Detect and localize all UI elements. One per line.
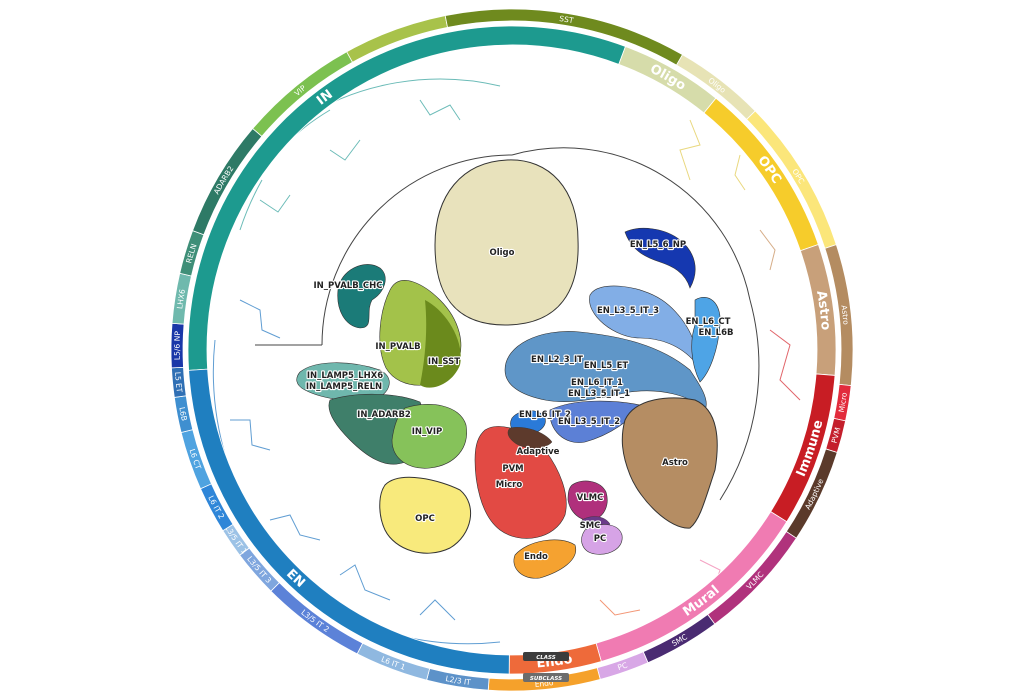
label-oligo: Oligo (490, 248, 515, 258)
subclass-label-astro: Astro (839, 305, 850, 326)
label-adaptive: Adaptive (517, 447, 560, 457)
umap-embedding: Oligo EN_L5_6_NP IN_PVALB_CHC EN_L3_5_IT… (296, 159, 735, 579)
label-en-l6-it-1: EN_L6_IT_1 (571, 378, 623, 388)
cluster-pc (581, 524, 623, 555)
label-en-l2-3-it: EN_L2_3_IT (531, 355, 583, 365)
label-micro: Micro (496, 480, 523, 490)
subclass-ring: CHCPVALBSSTOligoOPCAstroMicroPVMAdaptive… (170, 8, 854, 692)
cluster-in-vip (391, 404, 467, 469)
subclass-label-endo: Endo (534, 678, 554, 689)
subclass-label-lhx6: LHX6 (175, 288, 187, 309)
label-in-adarb2: IN_ADARB2 (357, 410, 411, 420)
cluster-in-pvalb-chc (337, 264, 386, 329)
label-in-lamp5-lhx6: IN_LAMP5_LHX6 (307, 371, 383, 381)
label-astro: Astro (662, 458, 688, 468)
subclass-label-l6b: L6B (177, 406, 189, 422)
subclass-segment-vip (252, 51, 354, 137)
label-smc: SMC (580, 521, 601, 531)
label-pc: PC (594, 534, 606, 544)
label-in-sst: IN_SST (428, 357, 460, 367)
label-en-l3-5-it-3: EN_L3_5_IT_3 (597, 306, 659, 316)
class-legend-label: CLASS (536, 655, 556, 661)
label-en-l3-5-it-2: EN_L3_5_IT_2 (558, 417, 620, 427)
label-in-pvalb: IN_PVALB (375, 342, 420, 352)
subclass-label-pc: PC (616, 660, 628, 672)
cluster-adaptive (507, 427, 553, 449)
label-vlmc: VLMC (577, 493, 604, 503)
cluster-in-sst (420, 300, 461, 388)
label-en-l5-6-np: EN_L5_6_NP (630, 240, 686, 250)
class-segment-immune (770, 373, 836, 523)
subclass-legend-tag (523, 673, 569, 682)
subclass-legend-label: SUBCLASS (530, 676, 562, 682)
label-in-pvalb-chc: IN_PVALB_CHC (313, 281, 382, 291)
class-segment-en (188, 368, 510, 675)
cluster-en-l6-ct (691, 296, 721, 383)
class-ring: INOligoOPCAstroImmuneMuralEndoEN (187, 25, 837, 675)
label-endo: Endo (524, 552, 548, 562)
label-in-lamp5-reln: IN_LAMP5_RELN (306, 382, 382, 392)
label-en-l6b: EN_L6B (699, 328, 734, 338)
subclass-label-l5-6-np: L5/6 NP (173, 330, 183, 360)
cluster-oligo (434, 159, 579, 326)
cluster-opc (379, 476, 471, 554)
subclass-label-micro: Micro (837, 391, 849, 413)
label-en-l5-et: EN_L5_ET (584, 361, 629, 371)
label-en-l3-5-it-1: EN_L3_5_IT_1 (568, 389, 630, 399)
label-en-l6-it-2: EN_L6_IT_2 (519, 410, 571, 420)
label-pvm: PVM (502, 464, 523, 474)
subclass-label-sst: SST (559, 14, 575, 25)
legend: CLASS SUBCLASS (523, 652, 569, 682)
cluster-en-l5-6-np (624, 227, 696, 289)
label-en-l6-ct: EN_L6_CT (686, 317, 731, 327)
label-in-vip: IN_VIP (412, 427, 443, 437)
cluster-astro (621, 397, 718, 529)
label-opc: OPC (415, 514, 435, 524)
subclass-label-l2-3-it: L2/3 IT (445, 674, 472, 687)
subclass-label-l5-et: L5 ET (173, 372, 184, 394)
class-legend-tag (523, 652, 569, 661)
cluster-endo (513, 539, 577, 579)
